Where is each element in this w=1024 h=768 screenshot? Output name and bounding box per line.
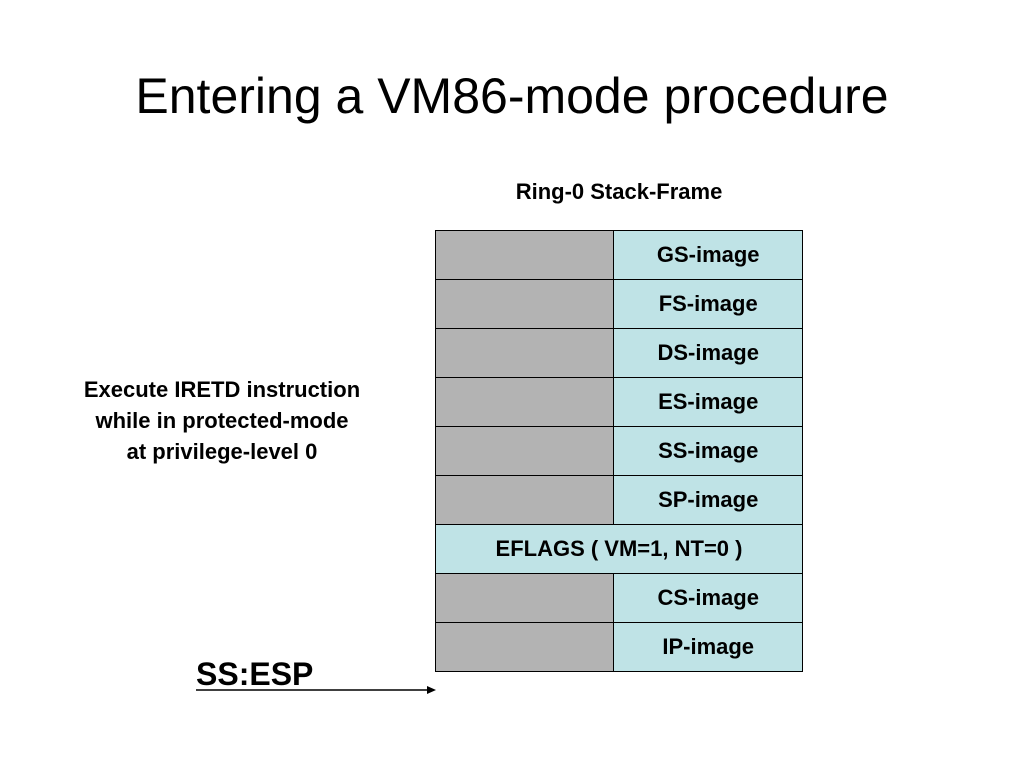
stack-row-fs: FS-image — [434, 279, 803, 329]
stack-row-es: ES-image — [434, 377, 803, 427]
stack-cell-ss: SS-image — [613, 426, 803, 476]
stack-row-sp: SP-image — [434, 475, 803, 525]
stack-cell-fs: FS-image — [613, 279, 803, 329]
unused-cell — [434, 426, 615, 476]
unused-cell — [434, 230, 615, 280]
slide-title: Entering a VM86-mode procedure — [135, 68, 889, 124]
stack-frame-table: GS-image FS-image DS-image ES-image SS-i… — [434, 230, 803, 672]
unused-cell — [434, 475, 615, 525]
stack-cell-gs: GS-image — [613, 230, 803, 280]
unused-cell — [434, 328, 615, 378]
unused-cell — [434, 279, 615, 329]
stack-row-ds: DS-image — [434, 328, 803, 378]
unused-cell — [434, 622, 615, 672]
stack-frame-title: Ring-0 Stack-Frame — [515, 179, 723, 204]
stack-row-ss: SS-image — [434, 426, 803, 476]
stack-cell-sp: SP-image — [613, 475, 803, 525]
stack-row-gs: GS-image — [434, 230, 803, 280]
stack-cell-ds: DS-image — [613, 328, 803, 378]
stack-row-eflags: EFLAGS ( VM=1, NT=0 ) — [435, 524, 803, 574]
unused-cell — [434, 377, 615, 427]
stack-cell-cs: CS-image — [613, 573, 803, 623]
iretd-note: Execute IRETD instruction while in prote… — [83, 377, 361, 464]
stack-cell-eflags: EFLAGS ( VM=1, NT=0 ) — [435, 524, 803, 574]
stack-cell-ip: IP-image — [613, 622, 803, 672]
stack-row-cs: CS-image — [434, 573, 803, 623]
ss-esp-label: SS:ESP — [196, 656, 314, 692]
unused-cell — [434, 573, 615, 623]
stack-row-ip: IP-image — [434, 622, 803, 672]
